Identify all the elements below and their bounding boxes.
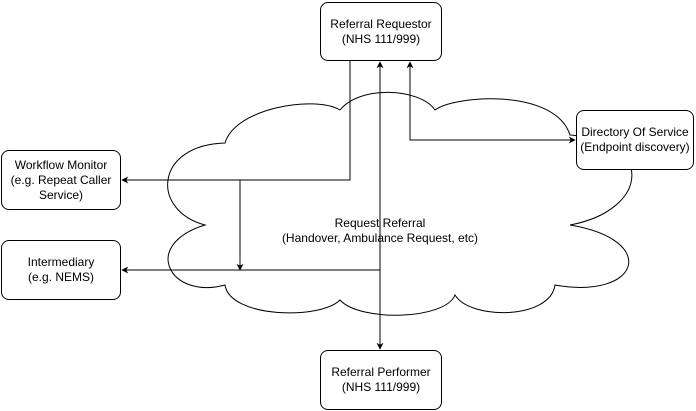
request-referral-cloud: [167, 91, 633, 316]
referral-performer-node[interactable]: Referral Performer (NHS 111/999): [320, 350, 442, 410]
cloud-title: Request Referral: [334, 216, 426, 230]
node-subtitle: (NHS 111/999): [341, 380, 421, 394]
workflow-monitor-node[interactable]: Workflow Monitor (e.g. Repeat Caller Ser…: [1, 150, 121, 210]
node-subtitle: (e.g. Repeat Caller: [10, 172, 112, 187]
referral-requestor-node[interactable]: Referral Requestor (NHS 111/999): [320, 2, 442, 61]
node-title: Intermediary: [27, 255, 95, 269]
node-subtitle: (Endpoint discovery): [580, 140, 690, 154]
node-subtitle: (e.g. NEMS): [27, 270, 94, 284]
node-title: Referral Performer: [331, 365, 431, 379]
intermediary-node[interactable]: Intermediary (e.g. NEMS): [1, 240, 121, 300]
requestor-to-workflow-arrow: [121, 61, 351, 184]
requestor-directory-arrow: [406, 61, 576, 144]
request-referral-label: Request Referral (Handover, Ambulance Re…: [230, 216, 530, 246]
node-title: Directory Of Service: [581, 125, 689, 139]
node-title: Referral Requestor: [330, 16, 432, 31]
cloud-subtitle: (Handover, Ambulance Request, etc): [281, 231, 479, 245]
directory-of-service-node[interactable]: Directory Of Service (Endpoint discovery…: [576, 110, 694, 170]
node-subtitle: (NHS 111/999): [341, 31, 421, 46]
node-subtitle-continued: Service): [38, 187, 83, 202]
node-title: Workflow Monitor: [14, 157, 108, 172]
